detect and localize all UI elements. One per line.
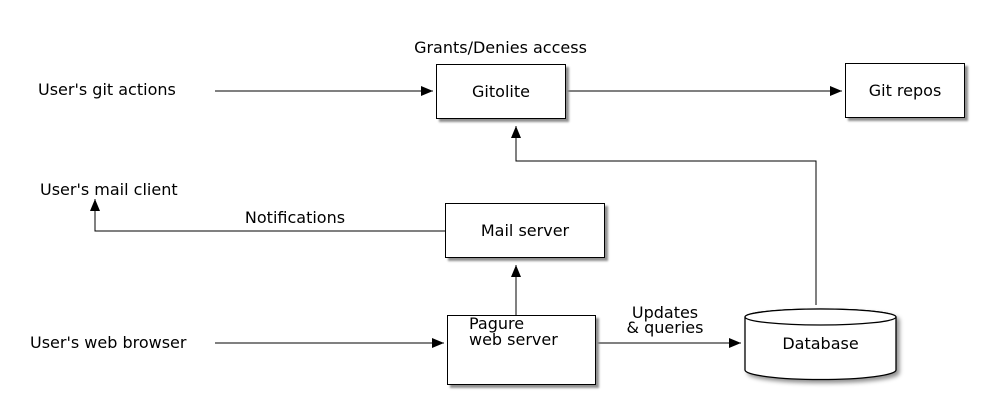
database-cylinder bbox=[744, 308, 897, 381]
label-updates-line2: & queries bbox=[626, 318, 704, 337]
label-users-mail-client: User's mail client bbox=[40, 180, 178, 199]
arrow-mail-server-to-mail-client bbox=[90, 199, 445, 232]
node-pagure-web-server: Pagure web server bbox=[447, 315, 596, 385]
node-pagure-label-line1: Pagure bbox=[469, 314, 525, 333]
node-pagure-label-line2: web server bbox=[469, 330, 558, 349]
label-updates-line1: Updates bbox=[631, 303, 699, 322]
node-git-repos-label: Git repos bbox=[868, 80, 942, 100]
node-git-repos: Git repos bbox=[845, 63, 965, 118]
node-mail-server: Mail server bbox=[445, 203, 605, 258]
label-notifications: Notifications bbox=[244, 208, 346, 227]
database-cylinder-top bbox=[744, 308, 897, 326]
node-gitolite: Gitolite bbox=[436, 64, 566, 119]
label-grants-denies-access: Grants/Denies access bbox=[414, 38, 587, 57]
label-users-web-browser: User's web browser bbox=[30, 333, 187, 352]
arrow-database-to-gitolite bbox=[511, 126, 817, 305]
label-users-git-actions: User's git actions bbox=[38, 80, 176, 99]
node-gitolite-label: Gitolite bbox=[472, 81, 530, 101]
node-database-label: Database bbox=[782, 334, 859, 353]
node-mail-server-label: Mail server bbox=[480, 220, 570, 240]
label-updates-queries: Updates & queries bbox=[605, 303, 725, 337]
